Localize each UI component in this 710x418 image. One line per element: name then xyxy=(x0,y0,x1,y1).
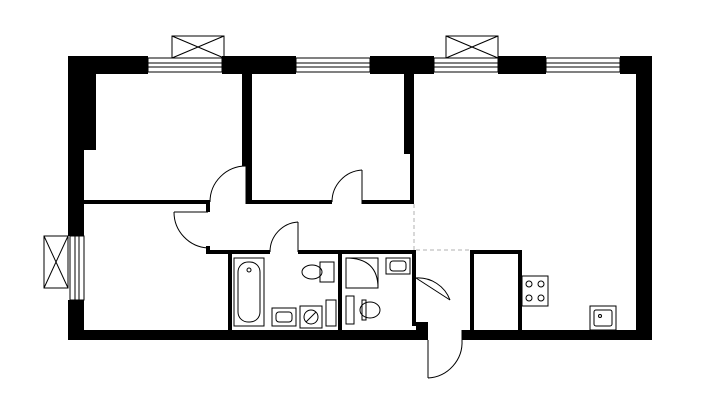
bathroom-sink xyxy=(271,307,297,327)
riser-bath xyxy=(325,299,337,327)
window-left xyxy=(69,235,85,301)
window-top-4 xyxy=(545,57,621,73)
door-bedroom-1 xyxy=(209,165,247,204)
ac-unit-top-right xyxy=(445,35,499,59)
window-top-3 xyxy=(433,57,499,73)
bathtub xyxy=(233,257,265,327)
toilet-room-sink xyxy=(385,257,411,275)
kitchen-fixtures xyxy=(521,275,617,331)
door-bathroom xyxy=(269,221,299,253)
toilet-bath xyxy=(301,261,335,283)
doors xyxy=(173,165,463,379)
stove xyxy=(521,275,549,307)
window-top-2 xyxy=(295,57,371,73)
ac-unit-top-left xyxy=(171,35,225,59)
door-toilet xyxy=(415,277,451,301)
window-top-1 xyxy=(147,57,223,73)
zone-lines xyxy=(413,204,470,251)
washing-machine xyxy=(299,305,323,329)
toilet-toilet-room xyxy=(345,295,381,325)
shower xyxy=(345,257,379,289)
ac-unit-left xyxy=(43,235,69,289)
kitchen-sink xyxy=(589,305,617,331)
windows xyxy=(69,57,621,301)
interior-walls xyxy=(84,74,522,332)
door-bedroom-3 xyxy=(173,211,209,249)
ac-units xyxy=(43,35,499,289)
door-bedroom-2 xyxy=(331,169,363,204)
door-entrance xyxy=(427,330,463,379)
bathroom-fixtures xyxy=(233,257,411,329)
exterior-walls xyxy=(68,56,652,340)
